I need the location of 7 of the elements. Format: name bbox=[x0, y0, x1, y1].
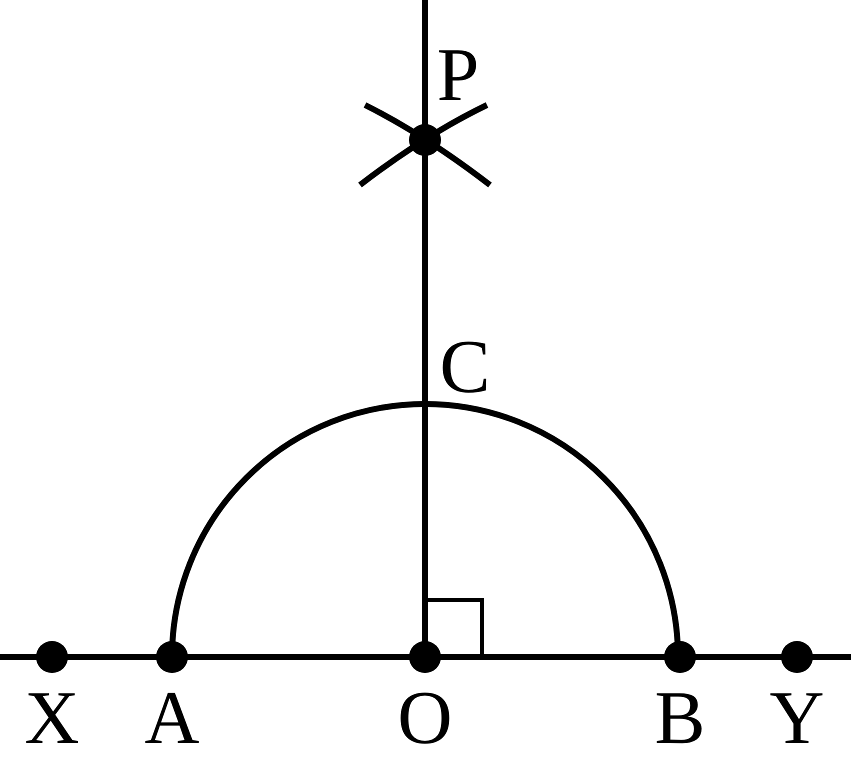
point-label: P bbox=[436, 37, 480, 113]
point-label: Y bbox=[770, 680, 824, 756]
point-label: X bbox=[24, 680, 80, 756]
point-label: C bbox=[440, 329, 490, 405]
point-label: A bbox=[144, 680, 200, 756]
point-label: B bbox=[654, 680, 706, 756]
point-label: O bbox=[398, 680, 452, 756]
